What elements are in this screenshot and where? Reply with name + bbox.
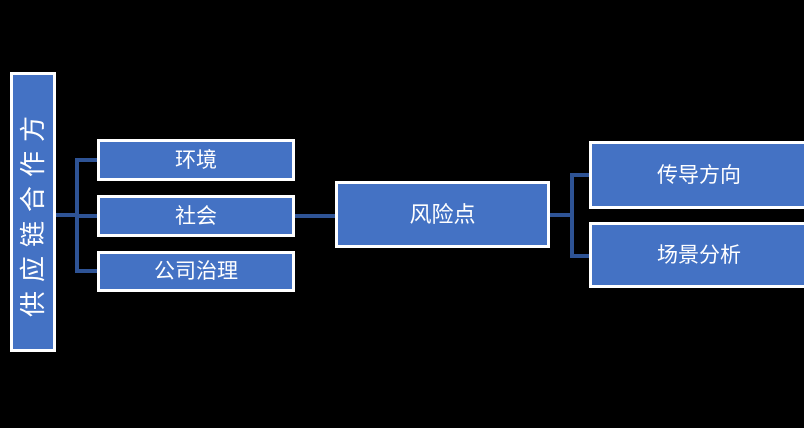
scenario-analysis-label: 场景分析: [657, 243, 741, 267]
environment-label: 环境: [175, 148, 217, 172]
corporate-governance-node: 公司治理: [97, 251, 295, 292]
risk-point-label: 风险点: [409, 201, 476, 227]
connector-right-spine: [570, 173, 574, 258]
connector-branch-governance: [75, 269, 97, 273]
connector-branch-environment: [75, 158, 97, 162]
corporate-governance-label: 公司治理: [154, 260, 238, 283]
connector-branch-society: [75, 214, 97, 218]
society-label: 社会: [175, 204, 217, 228]
supply-chain-partner-label: 供应链合作方: [18, 106, 49, 318]
scenario-analysis-node: 场景分析: [589, 222, 804, 288]
connector-risk-to-spine: [550, 213, 574, 217]
transmission-direction-node: 传导方向: [589, 141, 804, 209]
connector-branch-scenario: [570, 254, 589, 258]
supply-chain-partner-node: 供应链合作方: [10, 72, 56, 352]
environment-node: 环境: [97, 139, 295, 181]
transmission-direction-label: 传导方向: [657, 163, 741, 187]
connector-branch-transmission: [570, 173, 589, 177]
connector-society-to-risk: [295, 214, 335, 218]
society-node: 社会: [97, 195, 295, 237]
connector-root-to-spine: [56, 213, 79, 217]
risk-point-node: 风险点: [335, 181, 550, 248]
